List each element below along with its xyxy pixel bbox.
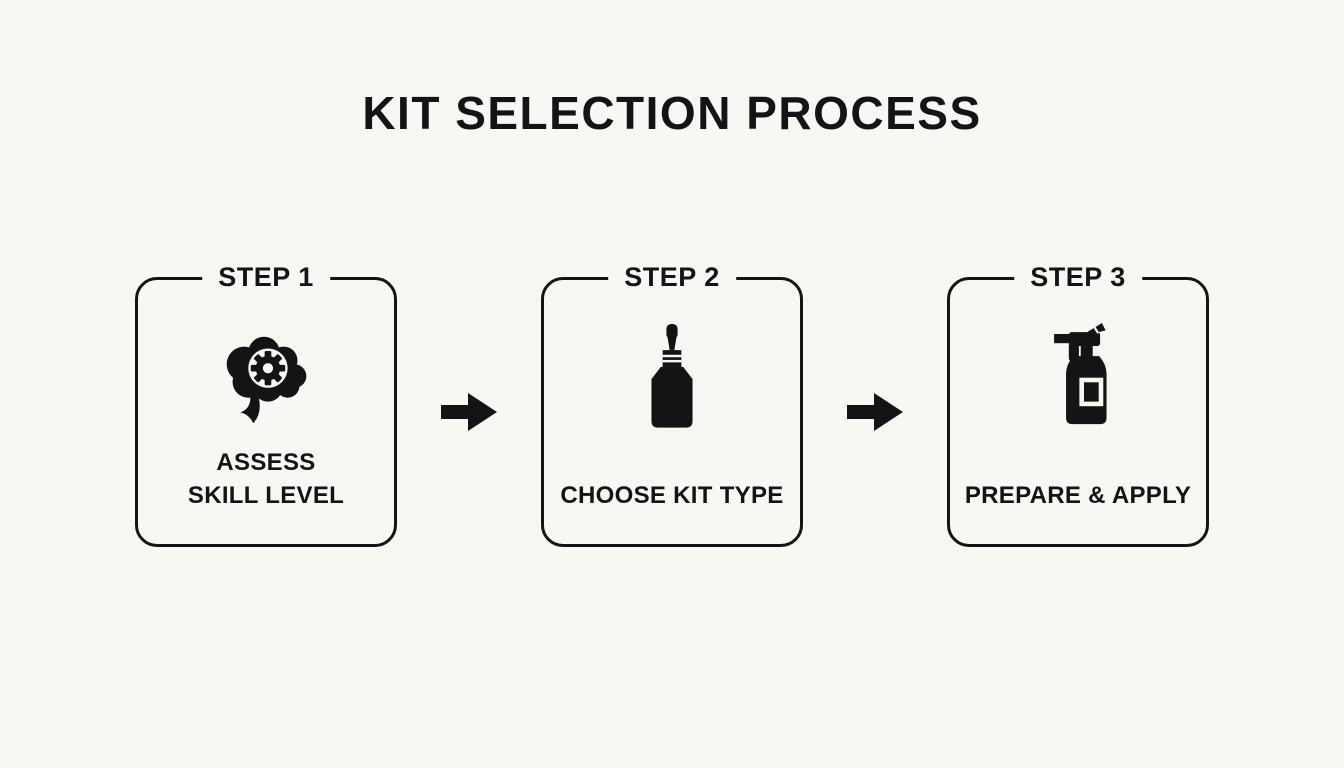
step-2-caption: CHOOSE KIT TYPE bbox=[560, 481, 784, 509]
step-box-2: STEP 2 CHOOSE KIT TYPE bbox=[541, 262, 803, 547]
page-title: KIT SELECTION PROCESS bbox=[362, 87, 982, 139]
step-box-3: STEP 3 PREPARE & APPLY bbox=[947, 262, 1209, 547]
arrow-right-icon bbox=[441, 391, 497, 433]
arrow-right-icon bbox=[847, 391, 903, 433]
brain-gear-icon bbox=[138, 314, 394, 446]
step-1-label: STEP 1 bbox=[202, 262, 330, 293]
step-3-label: STEP 3 bbox=[1014, 262, 1142, 293]
step-2-label: STEP 2 bbox=[608, 262, 736, 293]
dropper-bottle-icon bbox=[544, 314, 800, 446]
flow-diagram: STEP 1 bbox=[0, 262, 1344, 547]
step-3-caption: PREPARE & APPLY bbox=[964, 481, 1192, 509]
step-1-caption: ASSESS SKILL LEVEL bbox=[187, 449, 345, 509]
spray-bottle-icon bbox=[950, 314, 1206, 446]
step-box-1: STEP 1 bbox=[135, 262, 397, 547]
